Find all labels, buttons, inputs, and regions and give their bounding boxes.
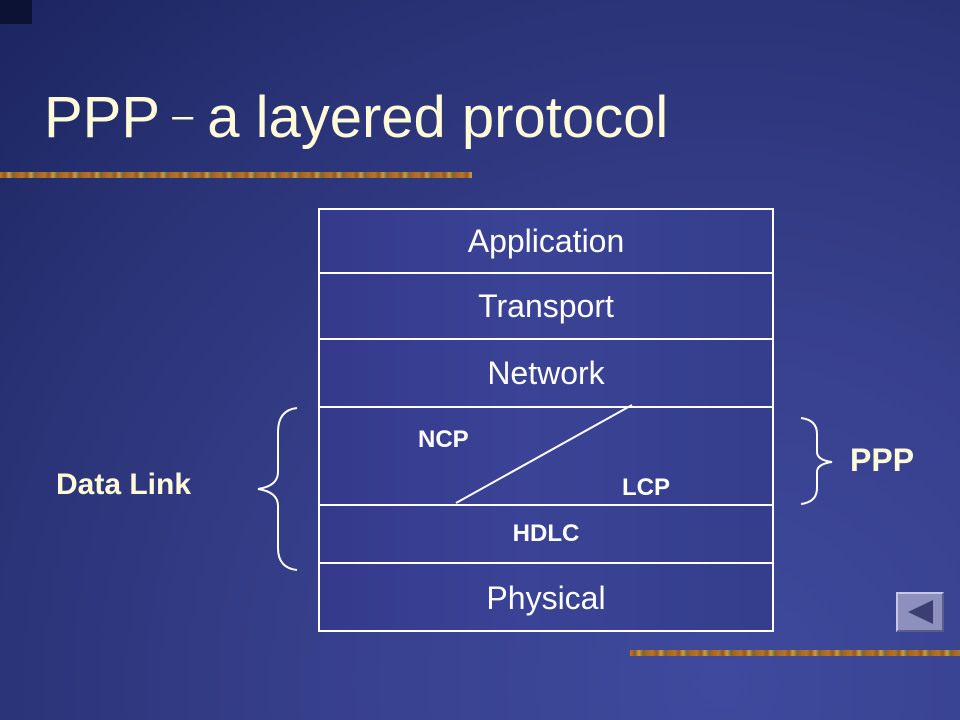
ncp-lcp-diagonal — [455, 404, 633, 504]
triangle-left-icon — [908, 600, 933, 624]
ppp-label: PPP — [850, 442, 915, 478]
layer-stack: Application Transport Network NCP LCP HD… — [318, 208, 774, 632]
divider — [320, 272, 772, 274]
title-main: PPP — [44, 85, 161, 150]
layer-network-label: Network — [487, 354, 605, 391]
layer-transport: Transport — [320, 274, 772, 338]
layer-ncp-label: NCP — [418, 426, 469, 453]
data-link-brace — [257, 407, 298, 571]
title-rest: a layered protocol — [207, 85, 669, 150]
divider — [320, 562, 772, 564]
title-underline — [0, 172, 472, 178]
divider — [320, 406, 772, 408]
layer-application: Application — [320, 210, 772, 272]
layer-physical: Physical — [320, 564, 772, 632]
data-link-label: Data Link — [56, 468, 192, 501]
layer-network: Network — [320, 340, 772, 406]
layer-hdlc-label: HDLC — [512, 520, 580, 547]
corner-block — [0, 0, 32, 24]
footer-rule — [630, 650, 960, 656]
page-title: PPP–a layered protocol — [44, 84, 668, 151]
title-dash: – — [172, 95, 194, 137]
layer-hdlc: HDLC — [320, 506, 772, 562]
layer-physical-label: Physical — [486, 579, 606, 616]
layer-transport-label: Transport — [478, 287, 614, 324]
previous-slide-button[interactable] — [896, 592, 944, 632]
divider — [320, 504, 772, 506]
ppp-brace — [800, 417, 833, 505]
layer-application-label: Application — [467, 222, 625, 259]
divider — [320, 338, 772, 340]
layer-lcp-label: LCP — [622, 474, 670, 501]
